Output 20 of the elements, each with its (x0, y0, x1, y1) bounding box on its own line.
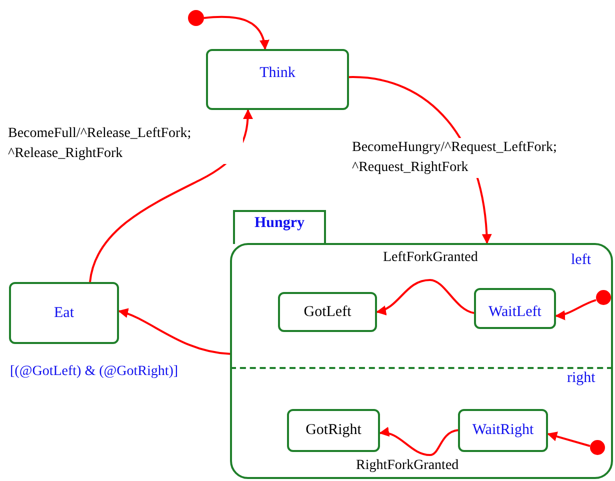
edge-label: BecomeFull/^Release_LeftFork; ^Release_RightFork (8, 124, 243, 164)
region-label: left (571, 252, 591, 269)
state-box: WaitRight (458, 409, 548, 452)
initial-state-dot (590, 440, 605, 455)
transition-arrow (555, 299, 596, 320)
state-name-tab: Hungry (233, 210, 326, 244)
transition-arrow (379, 428, 458, 456)
transition-arrow (376, 279, 474, 314)
initial-state-dot (188, 10, 204, 26)
state-box: Think (206, 49, 349, 110)
transition-arrow (89, 109, 253, 282)
region-label: right (567, 370, 596, 387)
state-box: GotRight (287, 409, 380, 452)
state-box: Eat (9, 282, 119, 344)
transition-arrow (204, 16, 269, 50)
transition-arrow (118, 308, 230, 355)
state-box: GotLeft (278, 292, 377, 332)
transition-arrow (547, 432, 590, 447)
state-box: WaitLeft (474, 288, 556, 329)
initial-state-dot (596, 290, 611, 305)
